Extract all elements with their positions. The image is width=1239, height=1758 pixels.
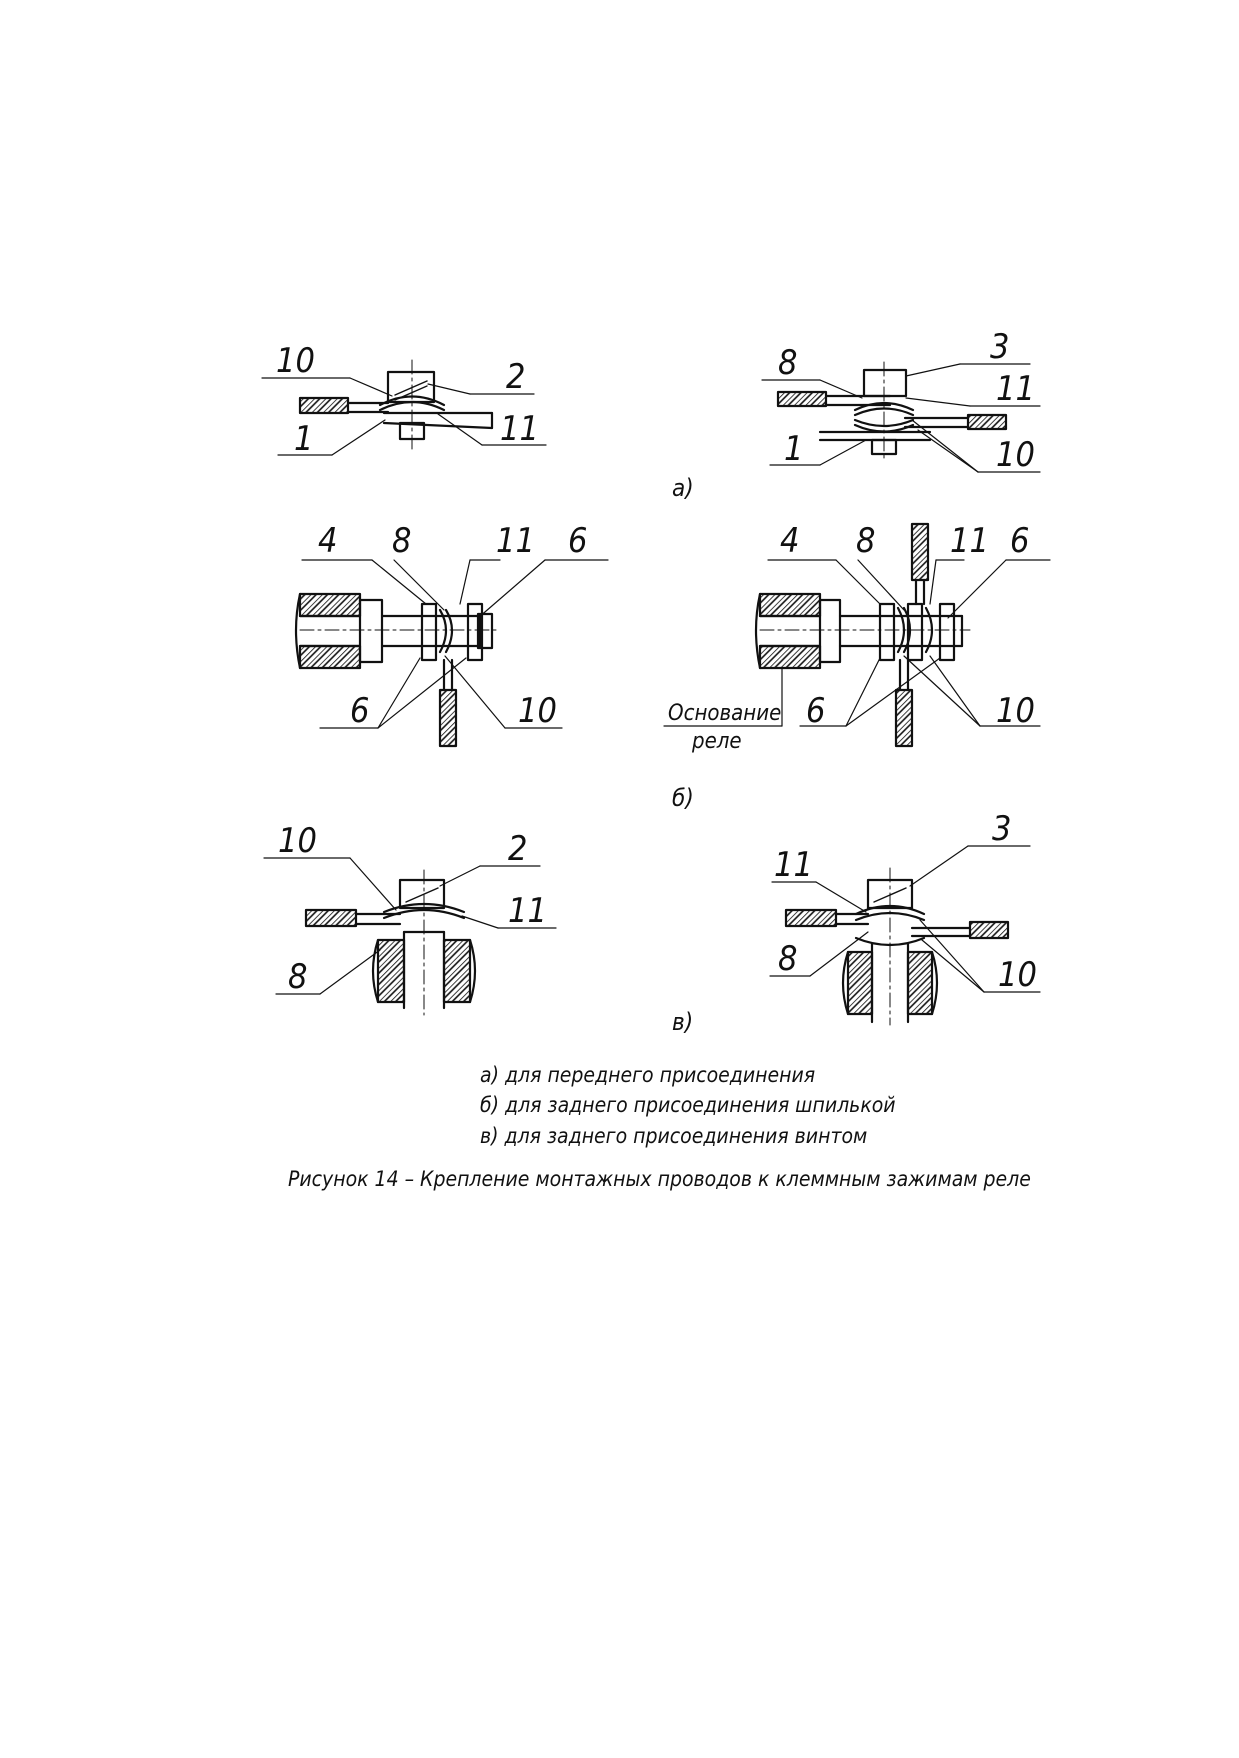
- fig-a-left: [261, 359, 547, 456]
- callout-a-right-10: 10: [996, 435, 1035, 475]
- callout-b-left-11: 11: [496, 521, 535, 561]
- callout-v-left-10: 10: [278, 821, 317, 861]
- figure-caption: Рисунок 14 – Крепление монтажных проводо…: [288, 1167, 1031, 1191]
- callout-v-right-10: 10: [998, 955, 1037, 995]
- callout-b-left-8: 8: [392, 521, 411, 561]
- subfigure-label-a: а): [672, 474, 694, 502]
- fig-v-left: [263, 857, 557, 1016]
- fig-a-right: [761, 361, 1041, 473]
- callout-a-right-11: 11: [996, 369, 1035, 409]
- callout-v-right-3: 3: [992, 809, 1011, 849]
- callout-a-right-3: 3: [990, 327, 1009, 367]
- callout-a-left-10: 10: [276, 341, 315, 381]
- callout-b-right-10: 10: [996, 691, 1035, 731]
- callout-b-left-10: 10: [518, 691, 557, 731]
- fig-b-left: [294, 559, 609, 748]
- subfigure-label-b: б): [672, 784, 694, 812]
- callout-b-right-4: 4: [780, 521, 799, 561]
- callout-a-right-1: 1: [784, 429, 803, 469]
- base-label-line2: реле: [691, 729, 742, 754]
- fig-b-right: [663, 522, 1051, 748]
- legend-item-b: б) для заднего присоединения шпилькой: [480, 1093, 896, 1117]
- callout-a-left-2: 2: [506, 357, 525, 397]
- callout-a-left-11: 11: [500, 409, 539, 449]
- base-label-line1: Основание: [668, 701, 781, 726]
- subfigure-label-v: в): [672, 1008, 693, 1036]
- callout-v-right-11: 11: [774, 845, 813, 885]
- callout-v-left-2: 2: [508, 829, 527, 869]
- callout-b-left-6-top: 6: [568, 521, 587, 561]
- callout-b-right-6-top: 6: [1010, 521, 1029, 561]
- callout-v-left-11: 11: [508, 891, 547, 931]
- callout-v-left-8: 8: [288, 957, 307, 997]
- callout-b-right-11: 11: [950, 521, 989, 561]
- legend-item-a: а) для переднего присоединения: [480, 1063, 815, 1087]
- callout-a-right-8: 8: [778, 343, 797, 383]
- fig-v-right: [769, 845, 1041, 1026]
- callout-v-right-8: 8: [778, 939, 797, 979]
- legend-item-v: в) для заднего присоединения винтом: [480, 1124, 867, 1148]
- callout-b-left-4: 4: [318, 521, 337, 561]
- callout-b-left-6-bottom: 6: [350, 691, 369, 731]
- callout-a-left-1: 1: [294, 419, 313, 459]
- callout-b-right-8: 8: [856, 521, 875, 561]
- callout-b-right-6-bottom: 6: [806, 691, 825, 731]
